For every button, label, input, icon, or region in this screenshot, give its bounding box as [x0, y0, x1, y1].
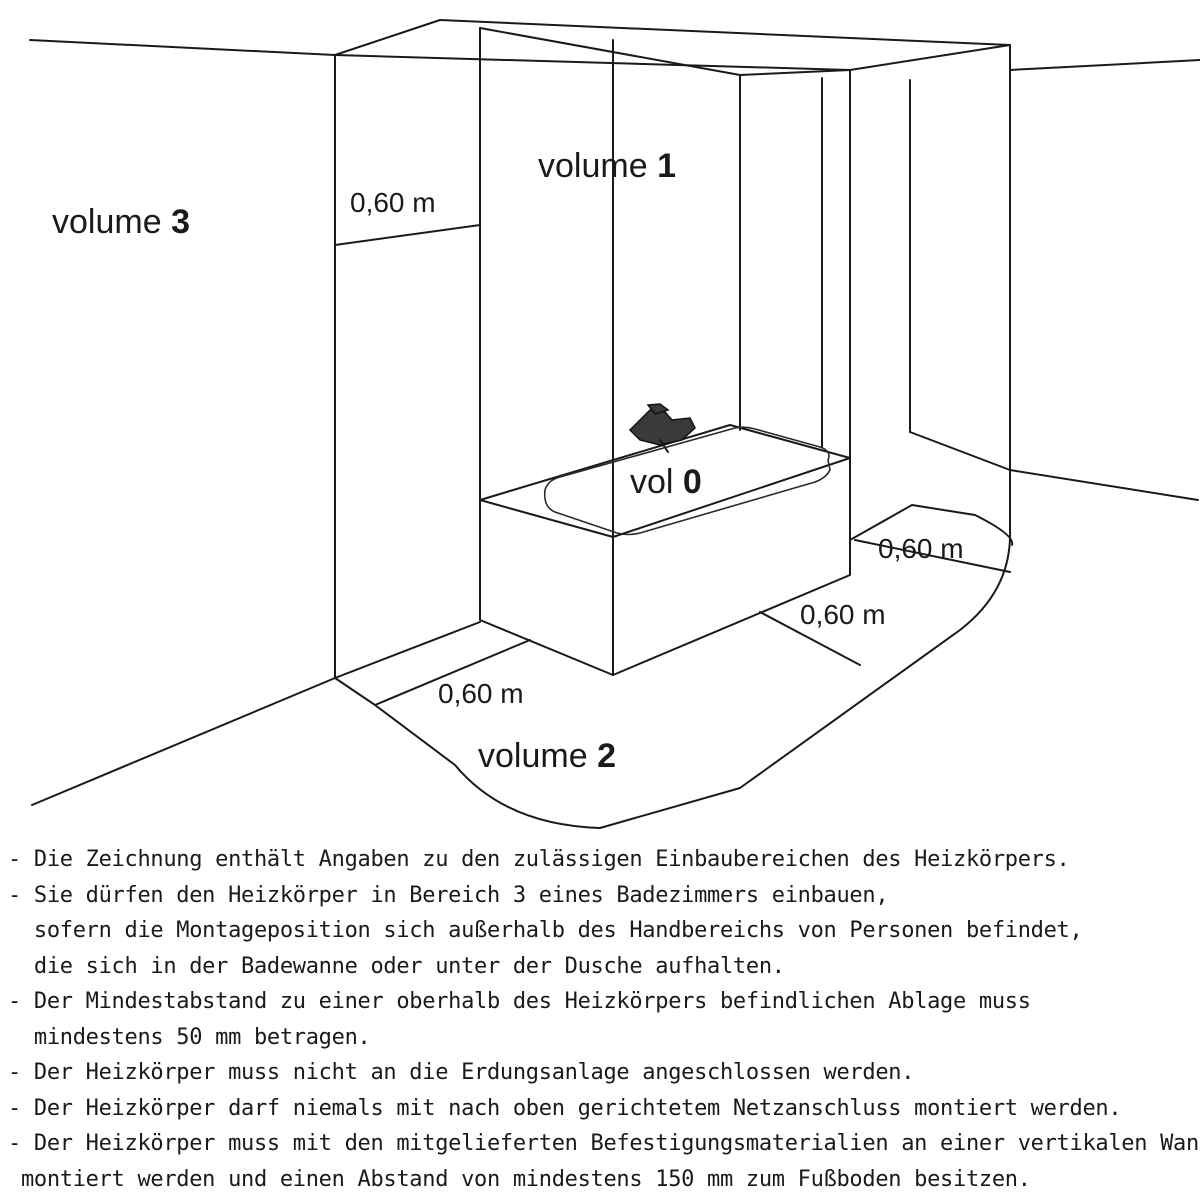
- dimension-right-side: 0,60 m: [878, 533, 964, 564]
- volume-1-box: [334, 19, 1011, 676]
- note-line: - Der Heizkörper darf niemals mit nach o…: [8, 1095, 1122, 1121]
- note-line: - Der Heizkörper muss nicht an die Erdun…: [8, 1060, 915, 1085]
- note-line: - Der Mindestabstand zu einer oberhalb d…: [8, 989, 1031, 1014]
- bathroom-zones-diagram: volume 1 volume 3 vol 0 volume 2 0,60 m …: [29, 19, 1200, 829]
- zone-labels: volume 1 volume 3 vol 0 volume 2: [52, 147, 702, 775]
- room-outline: [29, 39, 1200, 806]
- note-line: - Der Heizkörper muss mit den mitgeliefe…: [8, 1131, 1200, 1156]
- tap-icon: [628, 403, 696, 453]
- installation-notes: - Die Zeichnung enthält Angaben zu den z…: [8, 842, 1200, 1197]
- volume-2-label: volume 2: [478, 737, 616, 775]
- note-line: montiert werden und einen Abstand von mi…: [8, 1166, 1031, 1192]
- note-line: - Sie dürfen den Heizkörper in Bereich 3…: [8, 882, 889, 908]
- bathtub: [479, 424, 851, 676]
- volume-3-label: volume 3: [52, 203, 190, 241]
- volume-2-floor-zone: [334, 504, 1014, 829]
- dimension-front-right: 0,60 m: [800, 599, 886, 630]
- note-line: mindestens 50 mm betragen.: [8, 1024, 371, 1050]
- dimension-labels: 0,60 m 0,60 m 0,60 m 0,60 m: [350, 187, 964, 709]
- dimension-front-left: 0,60 m: [438, 678, 524, 709]
- vol-0-label: vol 0: [630, 463, 702, 501]
- note-line: die sich in der Badewanne oder unter der…: [8, 953, 785, 979]
- note-line: - Die Zeichnung enthält Angaben zu den z…: [8, 847, 1070, 872]
- volume-1-label: volume 1: [538, 147, 676, 185]
- dimension-upper-left: 0,60 m: [350, 187, 436, 218]
- note-line: sofern die Montageposition sich außerhal…: [8, 918, 1083, 943]
